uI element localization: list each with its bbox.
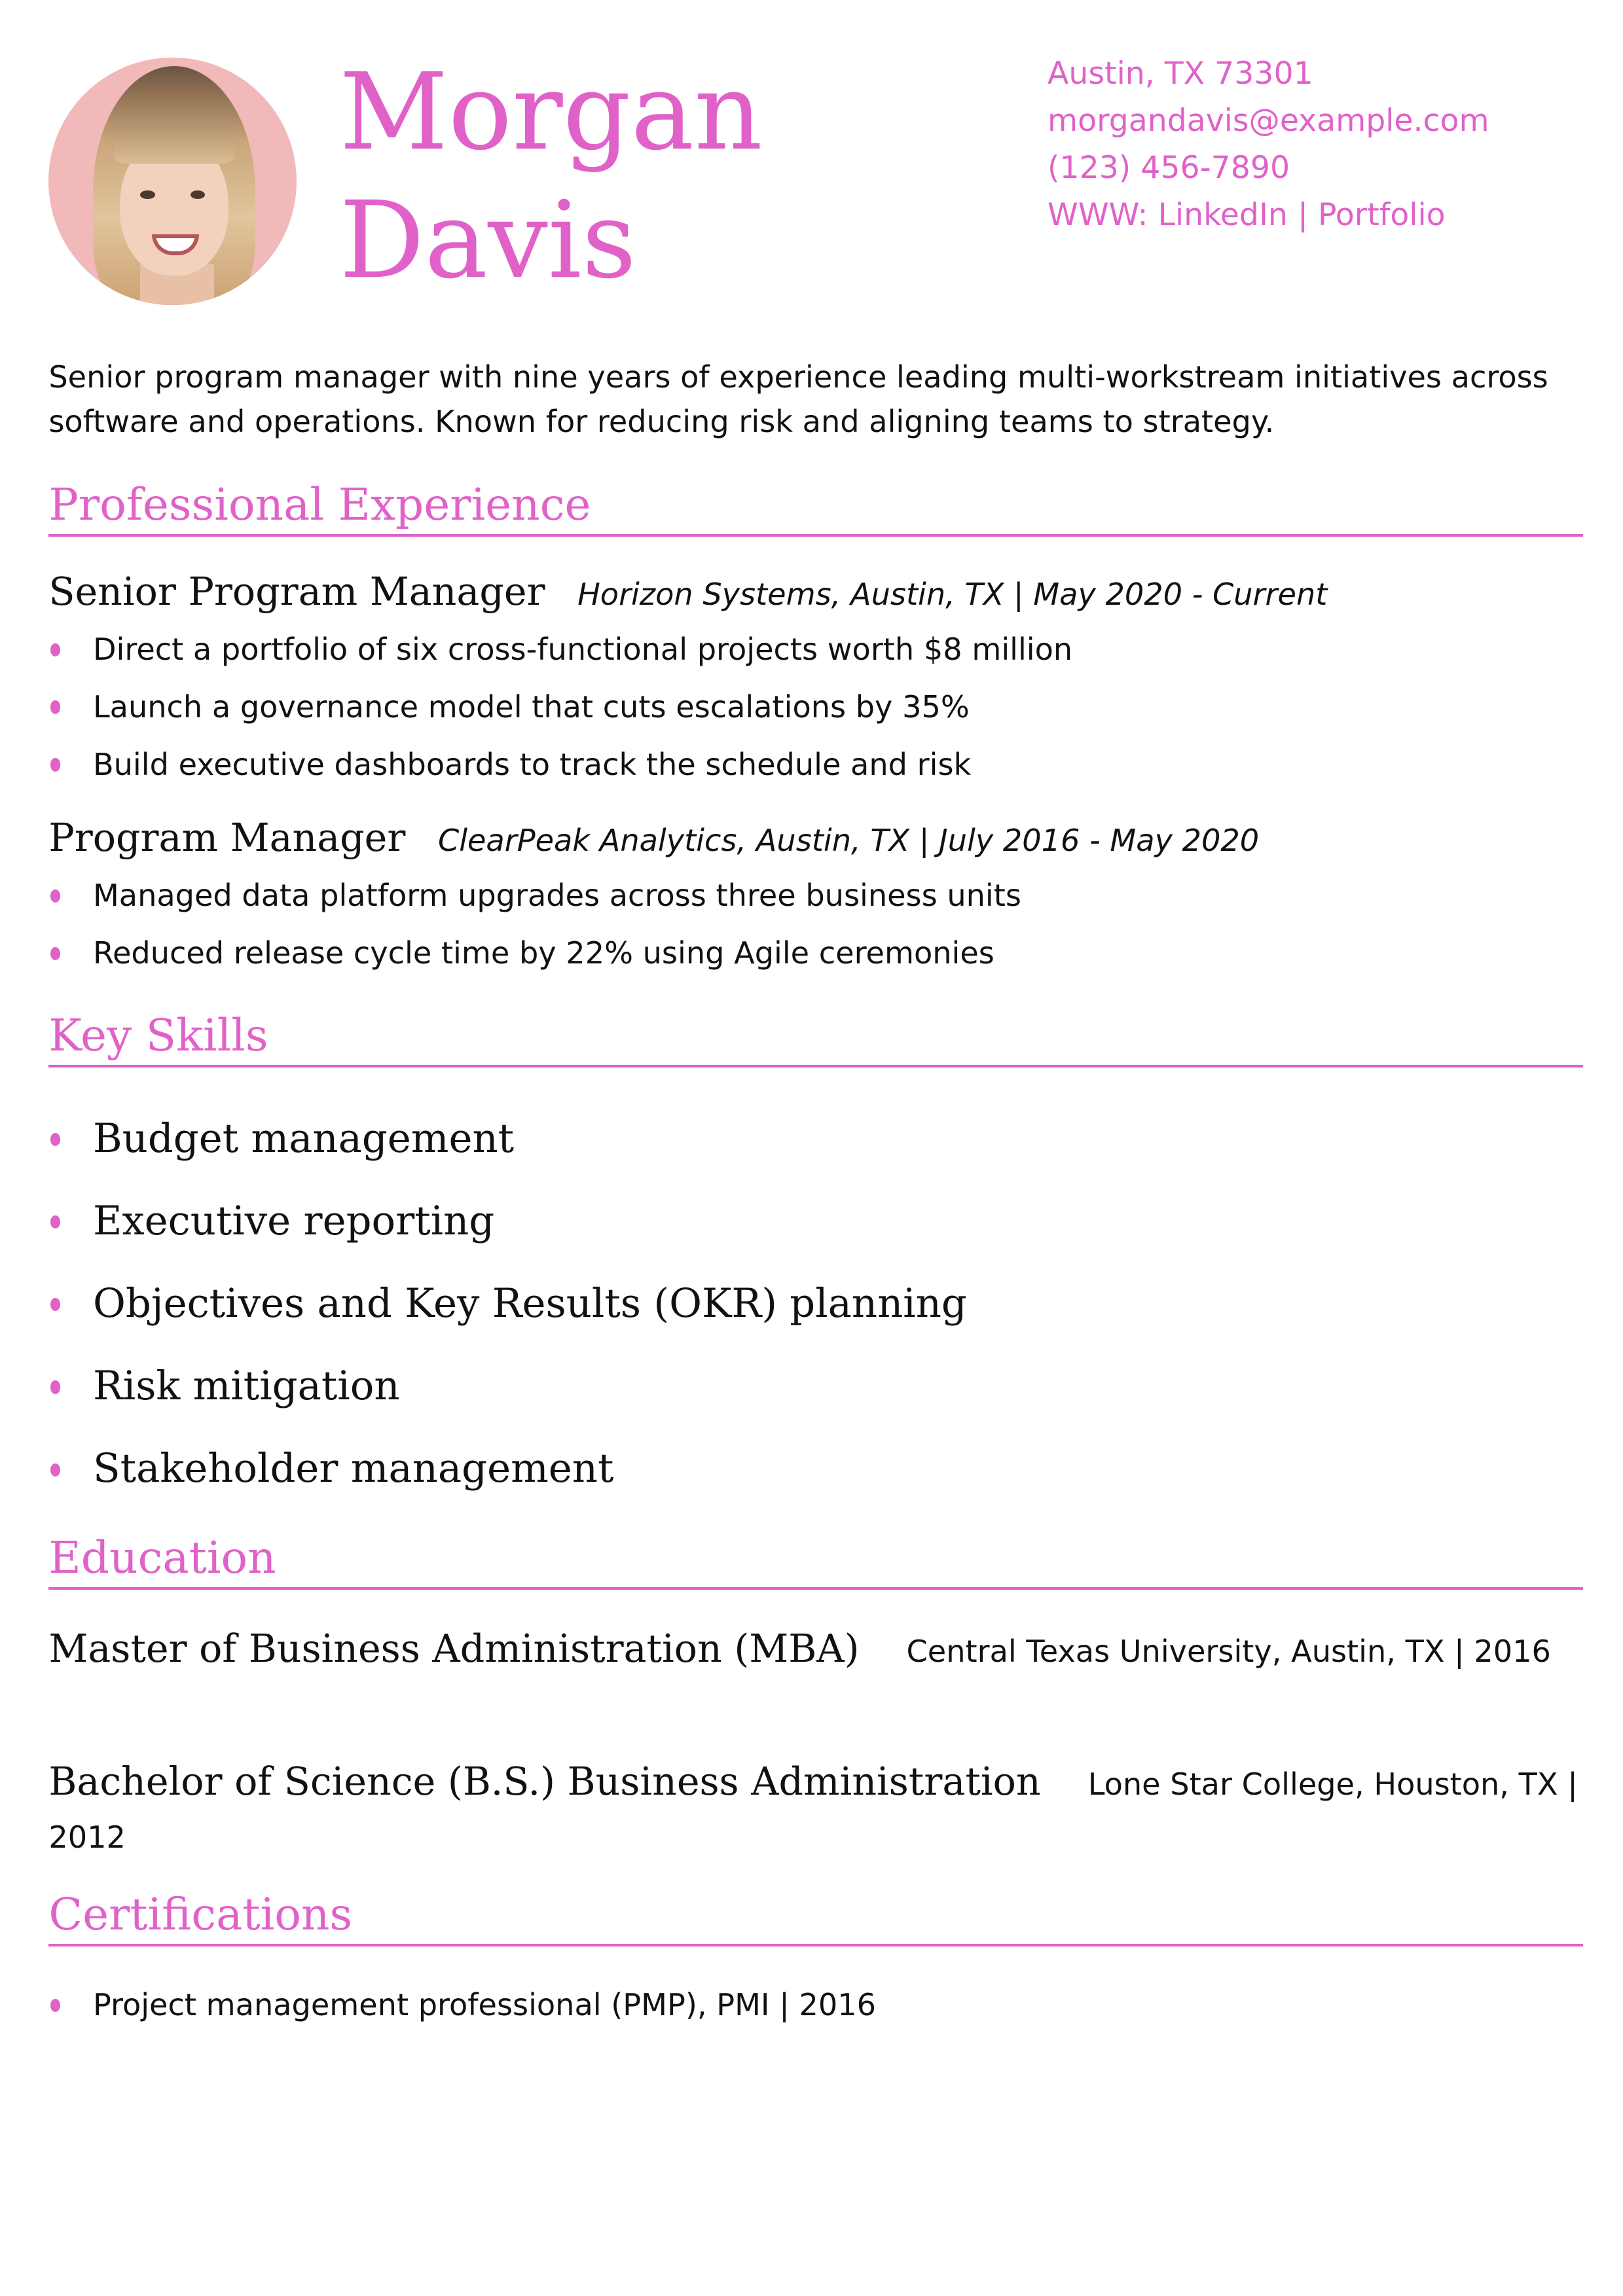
first-name: Morgan	[339, 50, 763, 175]
bullet-icon	[50, 1298, 61, 1312]
bullet-icon	[50, 700, 61, 714]
job-entry: Senior Program Manager Horizon Systems, A…	[48, 569, 1590, 614]
school: Lone Star College, Houston, TX | 2012	[48, 1766, 1578, 1855]
list-item: Executive reporting	[48, 1180, 967, 1263]
last-name: Davis	[339, 179, 636, 303]
school: Central Texas University, Austin, TX | 2…	[906, 1633, 1551, 1669]
job-bullets: Direct a portfolio of six cross-function…	[48, 621, 1072, 794]
degree: Bachelor of Science (B.S.) Business Admi…	[48, 1759, 1041, 1804]
education-entry: Master of Business Administration (MBA) C…	[48, 1623, 1590, 1678]
list-item: Build executive dashboards to track the …	[48, 736, 1072, 794]
bullet-icon	[50, 889, 61, 903]
bullet-icon	[50, 946, 61, 961]
bullet-icon	[50, 1463, 61, 1477]
degree: Master of Business Administration (MBA)	[48, 1626, 860, 1671]
section-heading-skills: Key Skills	[48, 1006, 1584, 1068]
section-heading-experience: Professional Experience	[48, 475, 1584, 537]
list-item: Direct a portfolio of six cross-function…	[48, 621, 1072, 679]
profile-photo	[48, 57, 297, 306]
certifications-list: Project management professional (PMP), P…	[48, 1977, 876, 2034]
job-company: Horizon Systems, Austin, TX | May 2020 -…	[577, 576, 1328, 612]
job-company: ClearPeak Analytics, Austin, TX | July 2…	[437, 823, 1260, 859]
job-bullets: Managed data platform upgrades across th…	[48, 867, 1021, 982]
portfolio-link[interactable]: Portfolio	[1317, 196, 1446, 233]
list-item: Project management professional (PMP), P…	[48, 1977, 876, 2034]
contact-phone[interactable]: (123) 456-7890	[1048, 149, 1290, 186]
list-item: Stakeholder management	[48, 1427, 967, 1510]
bullet-icon	[50, 758, 61, 772]
job-title: Senior Program Manager	[48, 569, 545, 614]
bullet-icon	[50, 1998, 61, 2012]
section-heading-education: Education	[48, 1528, 1584, 1590]
list-item: Managed data platform upgrades across th…	[48, 867, 1021, 925]
bullet-icon	[50, 1215, 61, 1229]
job-entry: Program Manager ClearPeak Analytics, Aust…	[48, 816, 1590, 860]
list-item: Risk mitigation	[48, 1345, 967, 1427]
job-title: Program Manager	[48, 816, 406, 861]
contact-location: Austin, TX 73301	[1048, 55, 1313, 92]
list-item: Launch a governance model that cuts esca…	[48, 679, 1072, 736]
bullet-icon	[50, 643, 61, 656]
bullet-icon	[50, 1380, 61, 1394]
bullet-icon	[50, 1132, 61, 1147]
list-item: Objectives and Key Results (OKR) plannin…	[48, 1263, 967, 1345]
contact-web: WWW: LinkedIn | Portfolio	[1048, 192, 1446, 239]
linkedin-link[interactable]: LinkedIn	[1158, 196, 1288, 233]
contact-email[interactable]: morgandavis@example.com	[1048, 102, 1489, 139]
skills-list: Budget management Executive reporting Ob…	[48, 1098, 967, 1511]
section-heading-certifications: Certifications	[48, 1885, 1584, 1947]
list-item: Budget management	[48, 1098, 967, 1180]
education-entry: Bachelor of Science (B.S.) Business Admi…	[48, 1755, 1590, 1864]
list-item: Reduced release cycle time by 22% using …	[48, 925, 1021, 982]
separator: |	[1297, 196, 1308, 233]
summary: Senior program manager with nine years o…	[48, 359, 1548, 439]
web-label: WWW:	[1048, 196, 1148, 233]
